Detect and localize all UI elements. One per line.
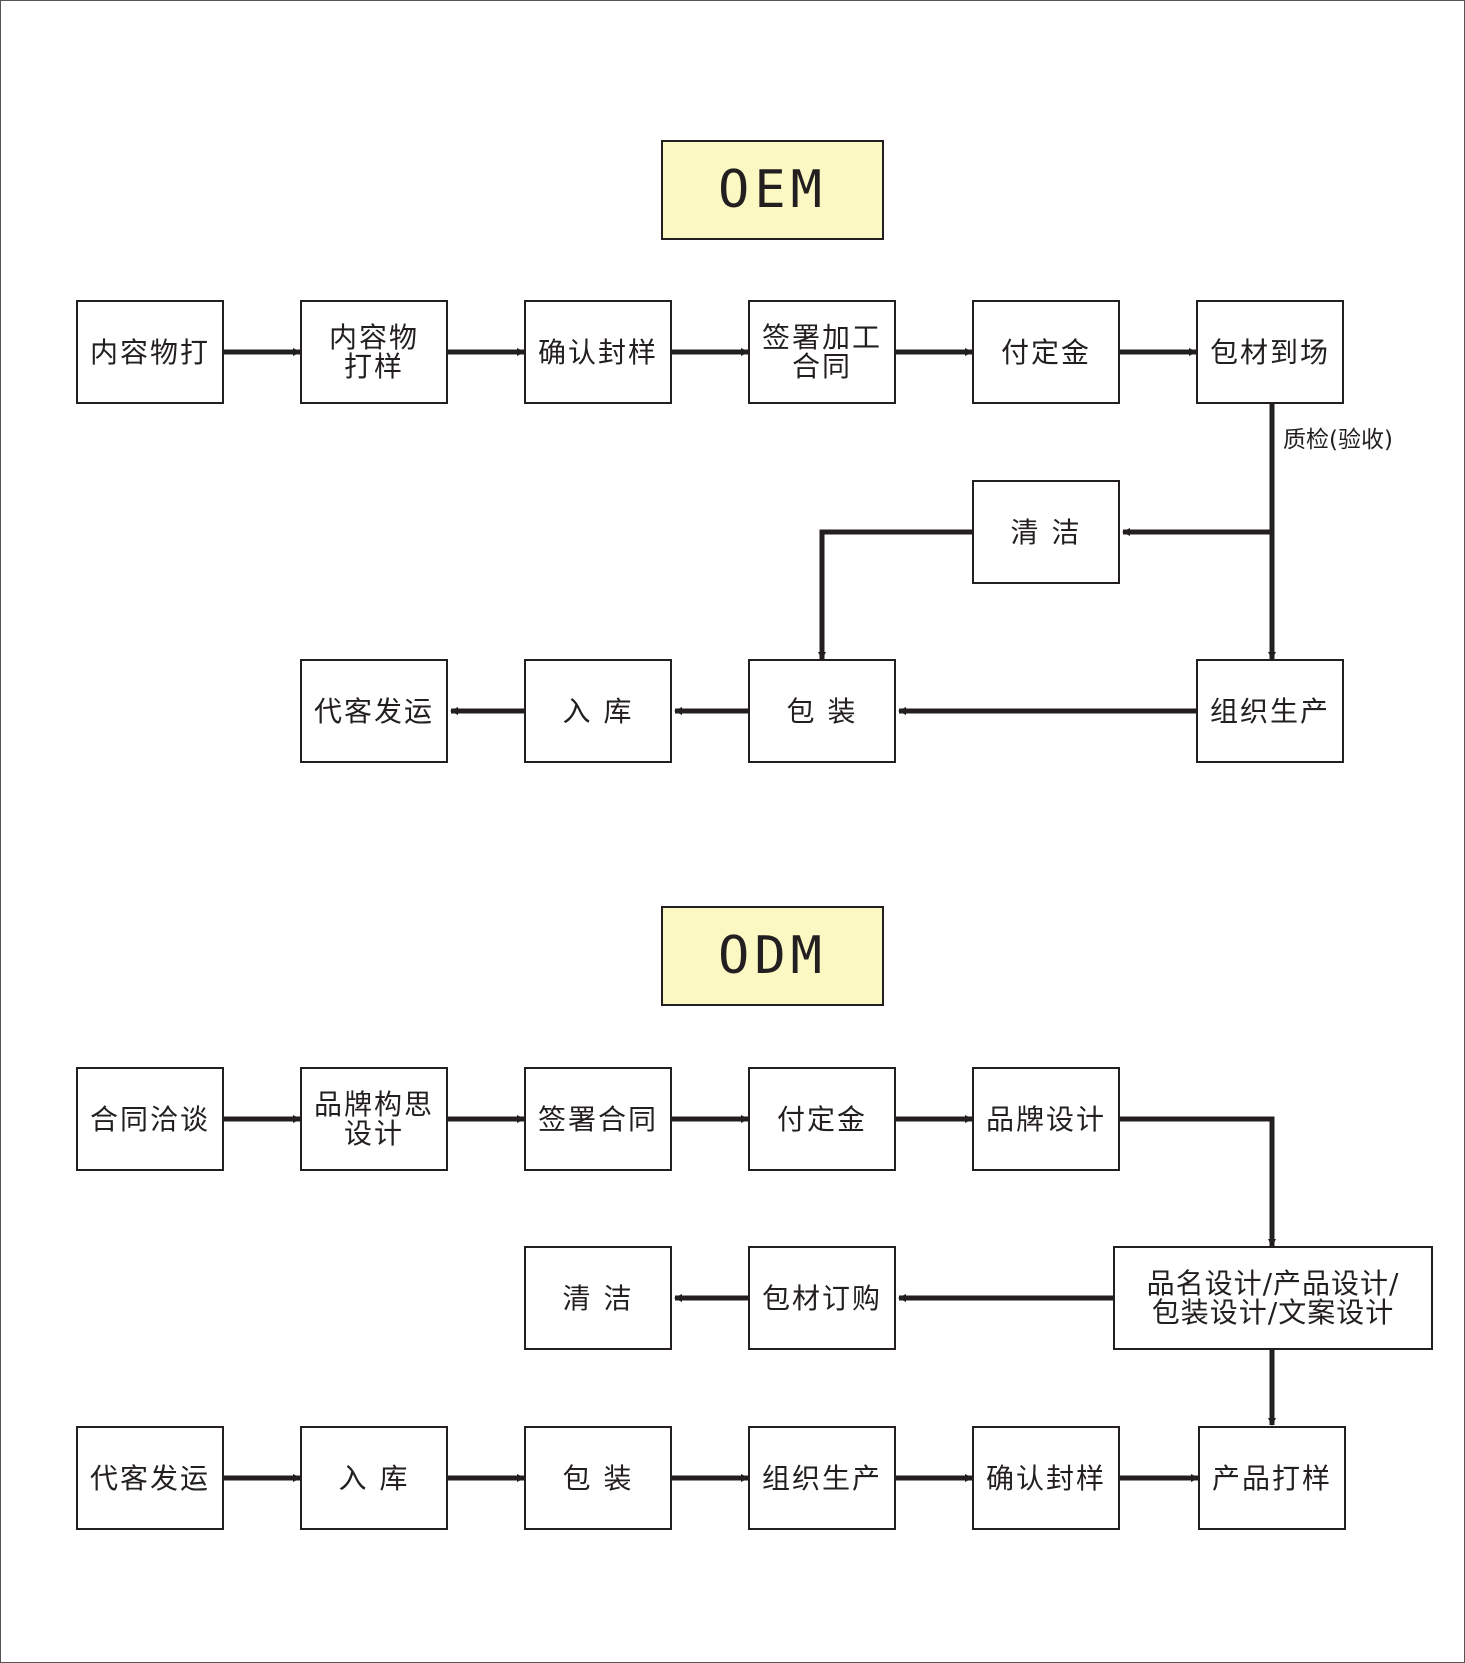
oem-title: OEM xyxy=(661,140,884,240)
odm-step-storage: 入 库 xyxy=(300,1426,448,1530)
odm-title: ODM xyxy=(661,906,884,1006)
odm-step-confirm-sample: 确认封样 xyxy=(972,1426,1120,1530)
odm-step-deposit: 付定金 xyxy=(748,1067,896,1171)
odm-step-production: 组织生产 xyxy=(748,1426,896,1530)
oem-step-content-sample: 内容物打 xyxy=(76,300,224,404)
oem-arrow-cleaning-to-packing xyxy=(818,529,972,660)
oem-step-deposit: 付定金 xyxy=(972,300,1120,404)
odm-step-product-sample: 产品打样 xyxy=(1198,1426,1346,1530)
oem-step-cleaning: 清 洁 xyxy=(972,480,1120,584)
odm-step-brand-design: 品牌设计 xyxy=(972,1067,1120,1171)
odm-step-naming-design: 品名设计/产品设计/ 包装设计/文案设计 xyxy=(1113,1246,1433,1350)
oem-step-content-proofing: 内容物 打样 xyxy=(300,300,448,404)
oem-step-materials-arrive: 包材到场 xyxy=(1196,300,1344,404)
odm-step-cleaning: 清 洁 xyxy=(524,1246,672,1350)
odm-arrow-brand-to-naming xyxy=(1120,1116,1276,1247)
odm-step-negotiation: 合同洽谈 xyxy=(76,1067,224,1171)
odm-step-materials-order: 包材订购 xyxy=(748,1246,896,1350)
oem-qc-label: 质检(验收) xyxy=(1283,427,1393,453)
odm-step-brand-concept: 品牌构思 设计 xyxy=(300,1067,448,1171)
oem-step-packing: 包 装 xyxy=(748,659,896,763)
oem-step-production: 组织生产 xyxy=(1196,659,1344,763)
odm-step-shipping: 代客发运 xyxy=(76,1426,224,1530)
odm-step-packing: 包 装 xyxy=(524,1426,672,1530)
oem-step-sign-contract: 签署加工 合同 xyxy=(748,300,896,404)
oem-step-shipping: 代客发运 xyxy=(300,659,448,763)
odm-step-sign-contract: 签署合同 xyxy=(524,1067,672,1171)
oem-step-confirm-sample: 确认封样 xyxy=(524,300,672,404)
oem-step-storage: 入 库 xyxy=(524,659,672,763)
